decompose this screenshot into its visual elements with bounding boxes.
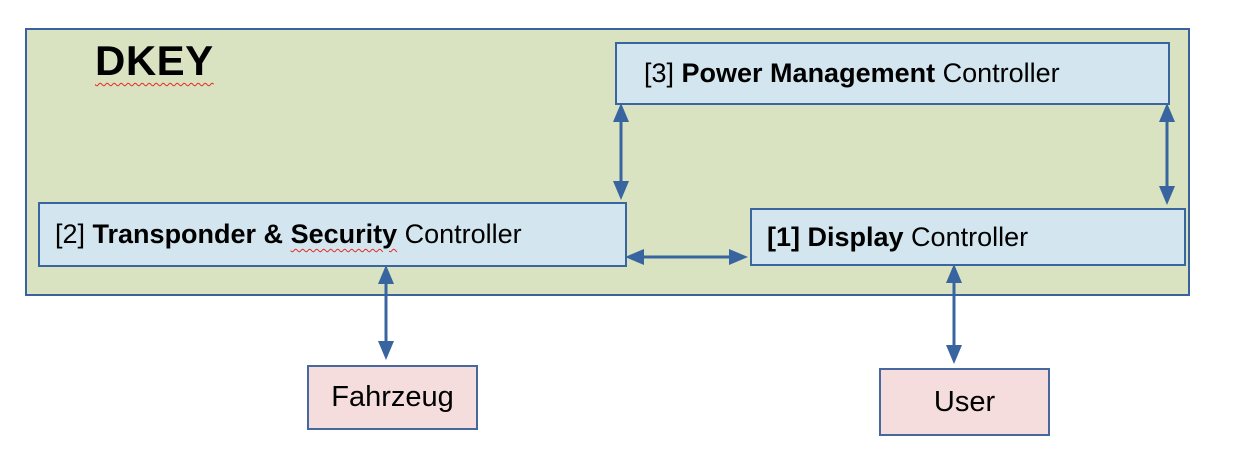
- node-power-bold-label: Power Management: [681, 58, 936, 88]
- external-box-user: User: [879, 368, 1050, 436]
- node-power-suffix: Controller: [935, 58, 1060, 88]
- system-title-text: DKEY: [95, 37, 214, 84]
- node-display-suffix: Controller: [903, 221, 1029, 252]
- double-arrow-transponder-to-display: [625, 249, 748, 265]
- double-arrow-transponder-to-fahrzeug: [378, 265, 394, 360]
- external-fahrzeug-label: Fahrzeug: [331, 381, 454, 413]
- double-arrow-power-to-display: [1159, 103, 1175, 205]
- double-arrow-display-to-user: [946, 264, 962, 364]
- node-display-controller: [1] Display Controller: [750, 208, 1186, 266]
- node-display-bold-label: [1] Display: [767, 221, 904, 252]
- external-user-label: User: [933, 385, 996, 418]
- node-transponder-bold-misspelled: Security: [290, 219, 398, 249]
- node-transponder-security-controller: [2] Transponder & Security Controller: [38, 202, 627, 267]
- node-power-prefix: [3]: [644, 58, 682, 88]
- node-transponder-suffix: Controller: [397, 219, 522, 249]
- system-title: DKEY: [95, 36, 214, 86]
- double-arrow-power-to-transponder: [613, 103, 629, 200]
- node-power-management-controller: [3] Power Management Controller: [615, 42, 1170, 105]
- node-transponder-prefix: [2]: [55, 219, 93, 249]
- node-transponder-bold-label: Transponder &: [92, 219, 291, 249]
- dkey-system-box: DKEY [3] Power Management Controller [2]…: [25, 28, 1190, 296]
- external-box-fahrzeug: Fahrzeug: [307, 365, 478, 430]
